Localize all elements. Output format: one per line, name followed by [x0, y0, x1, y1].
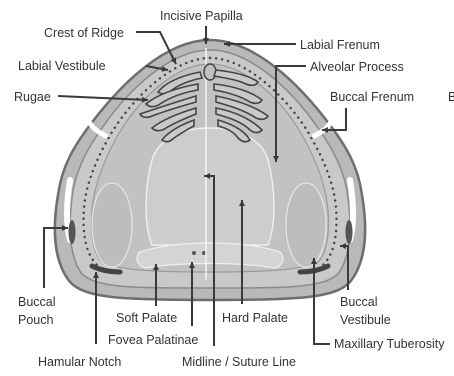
- label-buccal-pouch-line2: Pouch: [18, 313, 53, 327]
- label-incisive-papilla: Incisive Papilla: [160, 9, 243, 23]
- label-hard-palate: Hard Palate: [222, 311, 288, 325]
- label-buccal-pouch-line1: Buccal: [18, 295, 56, 309]
- label-alveolar-process: Alveolar Process: [310, 60, 404, 74]
- incisive-papilla: [204, 64, 216, 80]
- fovea-left: [192, 251, 196, 255]
- label-hamular-notch: Hamular Notch: [38, 355, 121, 369]
- label-fovea-palatinae: Fovea Palatinae: [108, 333, 198, 347]
- label-buccal-vestibule-line2: Vestibule: [340, 313, 391, 327]
- label-edge-fragment: B: [448, 90, 454, 104]
- left-buccal-pouch-area: [92, 183, 132, 267]
- label-buccal-frenum: Buccal Frenum: [330, 90, 414, 104]
- label-buccal-vestibule-line1: Buccal: [340, 295, 378, 309]
- label-midline-suture: Midline / Suture Line: [182, 355, 296, 369]
- label-labial-frenum: Labial Frenum: [300, 38, 380, 52]
- label-soft-palate: Soft Palate: [116, 311, 177, 325]
- label-maxillary-tuberosity: Maxillary Tuberosity: [334, 337, 445, 351]
- right-buccal-pouch-area: [286, 183, 326, 267]
- hard-palate-zone: [146, 128, 274, 245]
- left-buccal-pouch-mark: [69, 220, 76, 244]
- right-buccal-pouch-mark: [346, 220, 353, 244]
- label-crest-of-ridge: Crest of Ridge: [44, 26, 124, 40]
- label-rugae: Rugae: [14, 90, 51, 104]
- label-labial-vestibule: Labial Vestibule: [18, 59, 106, 73]
